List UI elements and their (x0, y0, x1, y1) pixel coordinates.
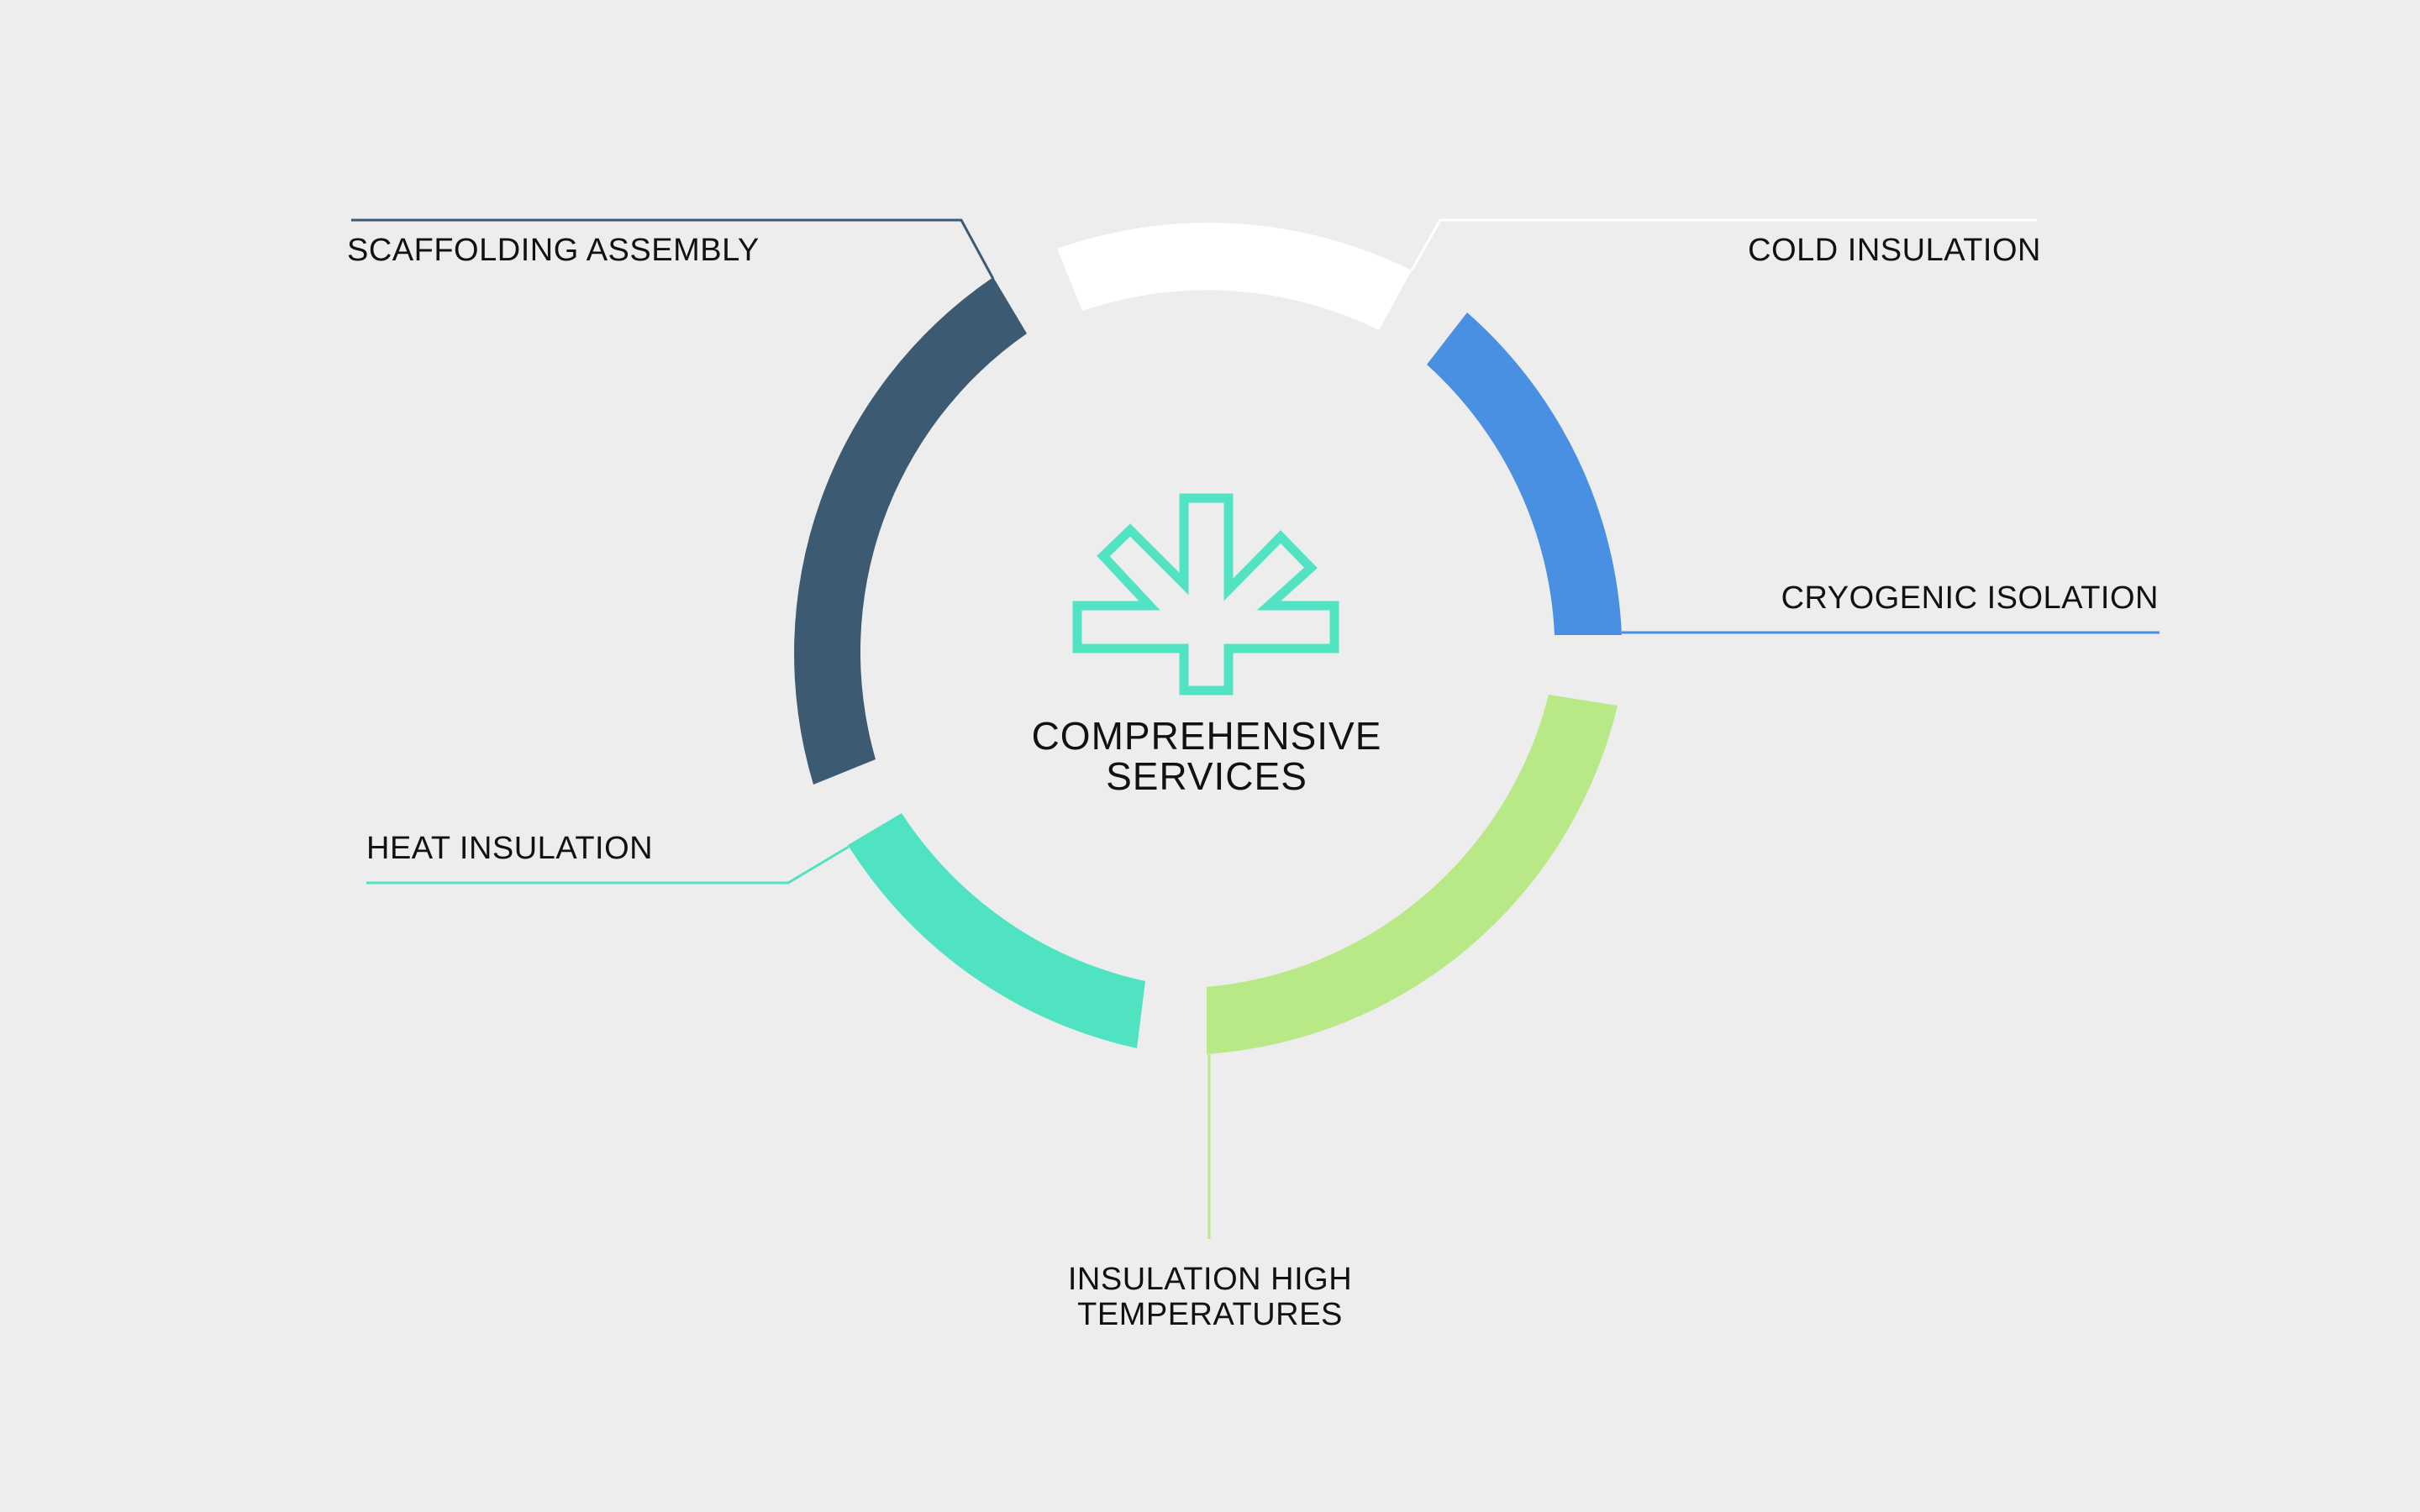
label-cold-insulation: COLD INSULATION (1748, 233, 2041, 268)
label-insulation-high-temperatures-line-1: INSULATION HIGH (1067, 1262, 1353, 1297)
label-heat-insulation: HEAT INSULATION (366, 831, 654, 866)
ring-segment-cold-insulation[interactable] (1057, 223, 1412, 330)
label-scaffolding-assembly: SCAFFOLDING ASSEMBLY (347, 233, 760, 268)
center-title-line-1: COMPREHENSIVE (1031, 714, 1382, 758)
center-title-line-2: SERVICES (1106, 754, 1307, 799)
asterisk-cross-outline-icon (1072, 493, 1339, 696)
ring-segment-scaffolding-assembly[interactable] (794, 277, 1027, 785)
ring-segment-cryogenic-isolation[interactable] (1427, 312, 1622, 635)
ring-segment-heat-insulation[interactable] (848, 813, 1145, 1048)
leader-line-cold-insulation (1410, 218, 2037, 271)
leader-line-heat-insulation (366, 845, 850, 885)
center-title: COMPREHENSIVE SERVICES (955, 716, 1459, 797)
label-insulation-high-temperatures-line-2: TEMPERATURES (1077, 1296, 1343, 1332)
ring-segment-insulation-high-temperatures[interactable] (1207, 695, 1618, 1054)
label-insulation-high-temperatures: INSULATION HIGH TEMPERATURES (958, 1262, 1462, 1333)
leader-line-scaffolding-assembly (351, 218, 995, 280)
label-cryogenic-isolation: CRYOGENIC ISOLATION (1781, 580, 2159, 616)
